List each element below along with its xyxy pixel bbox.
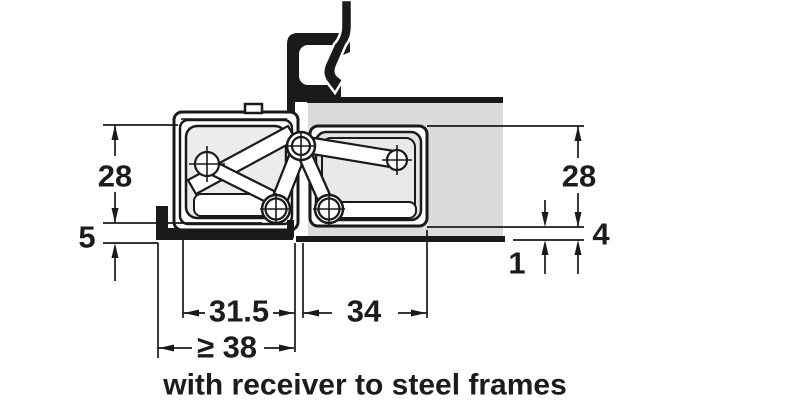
dim-door-edge-offset: 5 [78,220,119,281]
caption: with receiver to steel frames [162,369,567,400]
dim-frame-side-height-label: 28 [562,159,596,194]
dim-gap: 1 [508,200,549,281]
dim-cup-width: 31.5 [183,294,295,329]
dim-frame-face-offset-label: 4 [592,217,610,252]
screw-crosshair [189,146,225,182]
screw-crosshair [313,193,345,225]
dim-min-edge-distance: ≥ 38 [158,330,294,365]
door-seal-profile [287,0,354,97]
screw-crosshairs [189,132,412,225]
screw-crosshair [287,132,315,160]
dim-frame-side-height: 28 [562,126,596,227]
dim-door-edge-offset-label: 5 [78,220,95,255]
dim-cup-width-label: 31.5 [209,294,269,329]
screw-crosshair [260,193,292,225]
dim-frame-face-offset: 4 [574,217,610,274]
door-frame-gap-bar [287,220,294,238]
dimension-annotations: 28 5 28 4 1 [78,124,610,365]
dim-min-edge-distance-label: ≥ 38 [197,330,257,365]
extension-lines [103,124,584,358]
dim-receiver-width-label: 34 [347,294,382,329]
screw-crosshair [382,145,412,175]
dim-door-side-height: 28 [98,125,132,223]
dim-door-side-height-label: 28 [98,159,132,194]
dim-gap-label: 1 [508,246,525,281]
dim-receiver-width: 34 [303,294,427,329]
